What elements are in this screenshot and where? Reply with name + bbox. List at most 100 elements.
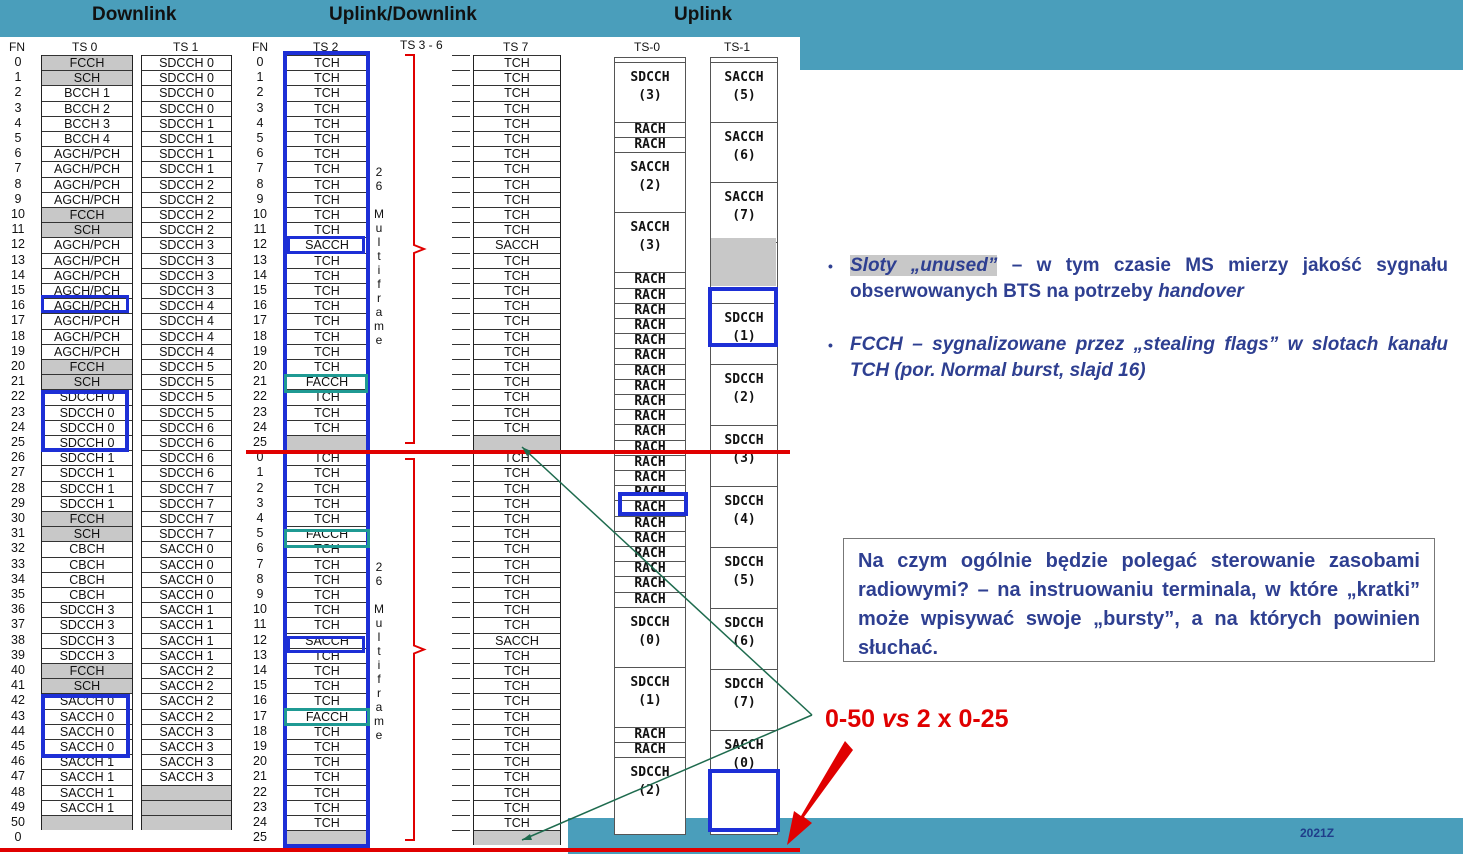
ts1-cell: SDCCH 3: [142, 267, 231, 283]
ts2-cell: TCH: [287, 267, 367, 283]
ts7-cell: TCH: [474, 465, 560, 480]
ts0-cell: SDCCH 1: [42, 465, 132, 480]
ul-ts0-column-slot: RACH: [615, 348, 685, 364]
ts1-cell: SACCH 0: [142, 541, 231, 556]
fn-left-9: 9: [14, 191, 22, 206]
fn-right-10: 10: [253, 207, 267, 221]
ul-ts1-column-slot: SDCCH(7): [711, 669, 777, 731]
ul-ts0-column-slot: SDCCH(2): [615, 757, 685, 818]
ts1-cell: SDCCH 2: [142, 176, 231, 192]
ts7-cell: TCH: [474, 267, 560, 283]
ts0-cell: SDCCH 3: [42, 602, 132, 617]
slot-label: RACH: [634, 287, 666, 303]
fn-right-27: 1: [256, 465, 264, 480]
slot-label: SDCCH: [724, 433, 764, 448]
ul-ts1-column-slot: SACCH(5): [711, 62, 777, 123]
slot-label: RACH: [634, 546, 666, 561]
slot-index: (0): [638, 632, 662, 648]
slot-label: SDCCH: [724, 311, 764, 326]
ul-ts0-column-slot: RACH: [615, 333, 685, 349]
ts3-6-tick: [452, 191, 470, 193]
fn-left-26: 26: [11, 450, 25, 465]
ul-ts1-column: SACCH(5)SACCH(6)SACCH(7)SDCCH(0)SDCCH(1)…: [710, 57, 778, 835]
ul-ts1-column-slot: SDCCH(3): [711, 425, 777, 487]
fn-left-7: 7: [14, 161, 22, 176]
multiframe-letter-0: 2: [375, 165, 383, 179]
slot-label: SDCCH: [724, 372, 764, 387]
fn-right-1: 1: [256, 70, 264, 85]
bullet-highlight: Sloty „unused”: [850, 255, 998, 276]
ts2-cell: TCH: [287, 556, 367, 572]
ts7-cell: TCH: [474, 191, 560, 207]
multiframe-letter-0: M: [374, 207, 384, 221]
fn-left-42: 42: [11, 693, 25, 708]
ts1-cell: SDCCH 4: [142, 298, 231, 313]
ts2-cell: TCH: [287, 495, 367, 511]
ts3-6-tick: [452, 359, 470, 360]
fn-left-44: 44: [11, 723, 25, 738]
multiframe-letter-1: l: [377, 630, 381, 644]
ts7-cell: TCH: [474, 617, 560, 632]
ts7-cell: TCH: [474, 647, 560, 663]
title-band: [0, 0, 1463, 37]
ts7-cell: TCH: [474, 343, 560, 359]
fn-left-21: 21: [11, 374, 25, 389]
fn-left-0: 0: [14, 55, 22, 69]
slot-index: (7): [732, 208, 756, 223]
ts7-cell: TCH: [474, 784, 560, 800]
fn-right-32: 6: [256, 541, 264, 556]
ul-ts0-column-slot: RACH: [615, 137, 685, 153]
section-label-downlink: Downlink: [92, 4, 177, 25]
fn-right-16: 16: [253, 298, 267, 313]
slot-label: RACH: [634, 394, 666, 409]
ts0-cell: SACCH 0: [42, 708, 132, 724]
fn-left-3: 3: [14, 100, 22, 115]
fn-left-47: 47: [11, 769, 25, 784]
ul-ts0-column-slot: RACH: [615, 272, 685, 288]
fn-right-31: 5: [256, 526, 264, 541]
ts0-cell: SDCCH 3: [42, 617, 132, 632]
slot-index: (7): [732, 695, 756, 710]
ts7-cell: TCH: [474, 556, 560, 572]
ts3-6-tick: [452, 328, 470, 330]
slot-label: SDCCH: [724, 616, 764, 631]
slot-label: SACCH: [630, 220, 670, 236]
fn-right-40: 14: [253, 663, 267, 677]
fn-left-13: 13: [11, 252, 25, 267]
header-fn2: FN: [252, 40, 268, 54]
ts7-cell: TCH: [474, 708, 560, 724]
header-ts2: TS 2: [313, 40, 339, 54]
fn-right-29: 3: [256, 495, 264, 510]
slot-label: RACH: [634, 318, 666, 333]
ts1-cell: SACCH 0: [142, 587, 231, 602]
fn-right-33: 7: [256, 556, 264, 571]
ts1-cell: SDCCH 7: [142, 511, 231, 526]
ts1-cell: SDCCH 1: [142, 161, 231, 176]
ts7-cell: TCH: [474, 161, 560, 176]
fn-right-38: 12: [253, 632, 267, 647]
ts0-cell: AGCH/PCH: [42, 252, 132, 268]
fn-left-16: 16: [11, 298, 25, 313]
ts0-cell: FCCH: [42, 207, 132, 223]
ts0-cell: AGCH/PCH: [42, 313, 132, 328]
ts7-cell: TCH: [474, 283, 560, 298]
ts3-6-tick: [452, 754, 470, 756]
ts2-cell: TCH: [287, 663, 367, 678]
multiframe-letter-0: i: [377, 263, 381, 277]
ul-ts0-column-slot: SACCH(2): [615, 152, 685, 213]
fn-right-24: 24: [253, 419, 267, 434]
multiframe-letter-1: t: [377, 644, 381, 658]
slot-label: RACH: [634, 454, 666, 470]
highlight-sacch0-ul: [708, 769, 780, 832]
ts0-cell: SDCCH 0: [42, 435, 132, 450]
multiframe-letter-0: r: [377, 291, 381, 305]
ul-ts0-column-slot: RACH: [615, 409, 685, 425]
ts7-cell: TCH: [474, 723, 560, 739]
question-box: Na czym ogólnie będzie polegać sterowani…: [843, 538, 1435, 662]
ul-ts0-column-slot: RACH: [615, 561, 685, 577]
slot-label: SDCCH: [724, 555, 764, 570]
header-ts1: TS 1: [173, 40, 199, 54]
ts0-cell: AGCH/PCH: [42, 161, 132, 176]
ts3-6-tick: [452, 541, 470, 543]
